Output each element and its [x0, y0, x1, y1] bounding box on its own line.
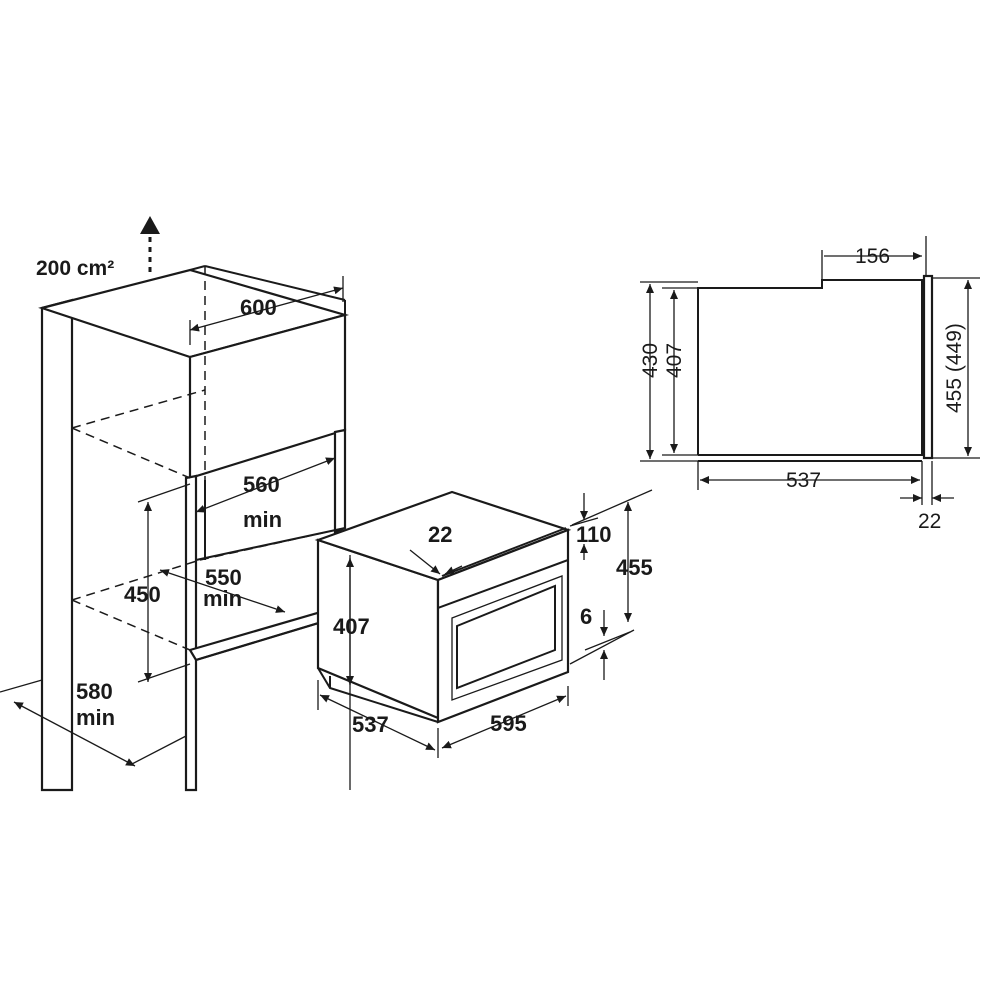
label-455-iso: 455	[616, 555, 653, 580]
side-label-22: 22	[918, 510, 941, 533]
dim-600	[189, 276, 344, 345]
label-550-min: min	[203, 586, 242, 611]
label-580-min: min	[76, 705, 115, 730]
label-6: 6	[580, 604, 592, 629]
label-560-min: min	[243, 507, 282, 532]
label-537-iso: 537	[352, 712, 389, 737]
label-22-iso: 22	[428, 522, 452, 547]
dim-580	[0, 679, 187, 767]
oven-door-window	[456, 584, 556, 690]
label-595-iso: 595	[490, 711, 527, 736]
label-560: 560	[243, 472, 280, 497]
cabinet-drawing	[38, 265, 350, 792]
cabinet-right-post	[333, 428, 347, 534]
side-view	[640, 236, 980, 505]
label-450: 450	[124, 582, 161, 607]
side-label-537: 537	[786, 469, 821, 492]
side-label-407: 407	[663, 343, 686, 378]
dim-595-iso	[441, 686, 569, 749]
dim-450	[137, 483, 191, 683]
ventilation-arrow	[140, 216, 160, 272]
label-600: 600	[240, 295, 277, 320]
label-407-iso: 407	[333, 614, 370, 639]
label-110: 110	[576, 522, 612, 547]
label-580: 580	[76, 679, 113, 704]
dim-110	[569, 493, 599, 560]
side-view-body	[697, 279, 923, 456]
oven-front	[436, 528, 570, 724]
dim-455-iso	[569, 489, 653, 665]
dim-22-iso	[409, 549, 463, 575]
ventilation-label: 200 cm²	[36, 257, 114, 280]
side-label-156: 156	[855, 245, 890, 268]
side-view-front-panel	[922, 274, 934, 460]
side-label-455-449: 455 (449)	[943, 323, 966, 413]
label-550: 550	[205, 565, 242, 590]
dim-537-iso	[317, 680, 439, 758]
side-label-430: 430	[639, 343, 662, 378]
cabinet-left-wall	[40, 298, 74, 792]
dim-550	[159, 569, 286, 613]
cabinet-front-post	[184, 474, 198, 792]
dim-6	[584, 610, 631, 680]
dim-560	[195, 457, 336, 513]
oven-control-strip	[437, 530, 569, 610]
